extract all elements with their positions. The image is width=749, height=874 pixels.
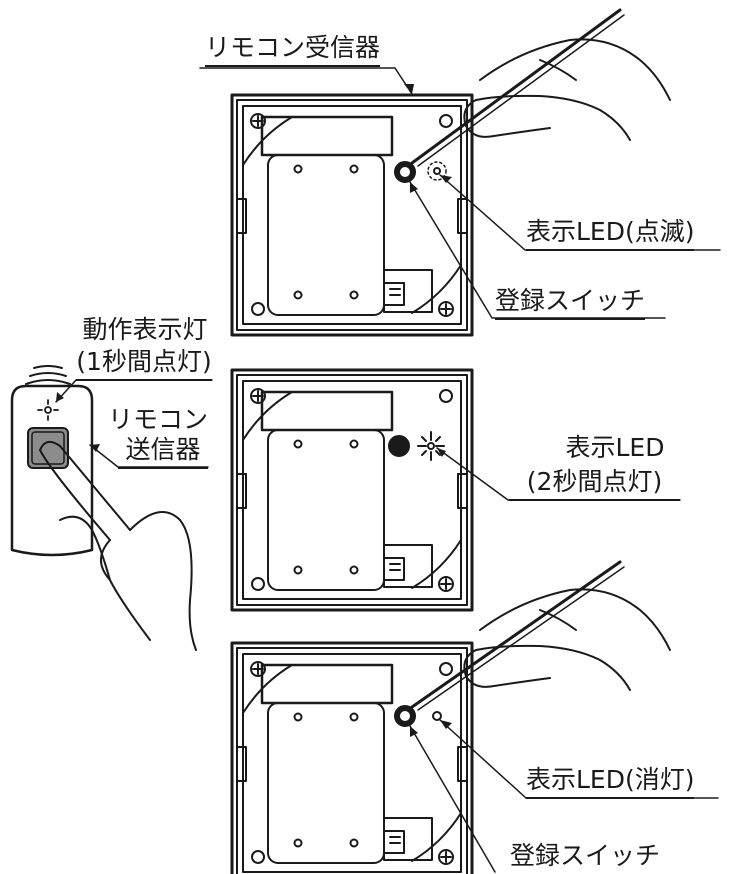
label-register-switch-top: 登録スイッチ [495,285,646,320]
label-remote-transmitter-line2: 送信器 [118,434,208,469]
receiver-panel-2 [230,368,474,612]
label-remote-receiver: リモコン受信器 [205,32,381,67]
label-display-led-line1: 表示LED [565,433,665,462]
arrowheads [56,84,452,737]
receiver-panel-3 [230,560,671,874]
label-remote-transmitter-line1: リモコン [108,405,209,434]
label-register-switch-bottom: 登録スイッチ [510,841,661,870]
label-display-led-off: 表示LED(消灯) [526,764,695,799]
label-operation-lamp-line2: (1秒間点灯) [76,346,212,381]
receiver-panel-1 [230,8,671,337]
remote-transmitter [10,365,197,651]
label-display-led-line2: (2秒間点灯) [509,466,680,501]
label-display-led-blinking: 表示LED(点滅) [526,216,695,251]
label-operation-lamp-line1: 動作表示灯 [82,315,208,344]
